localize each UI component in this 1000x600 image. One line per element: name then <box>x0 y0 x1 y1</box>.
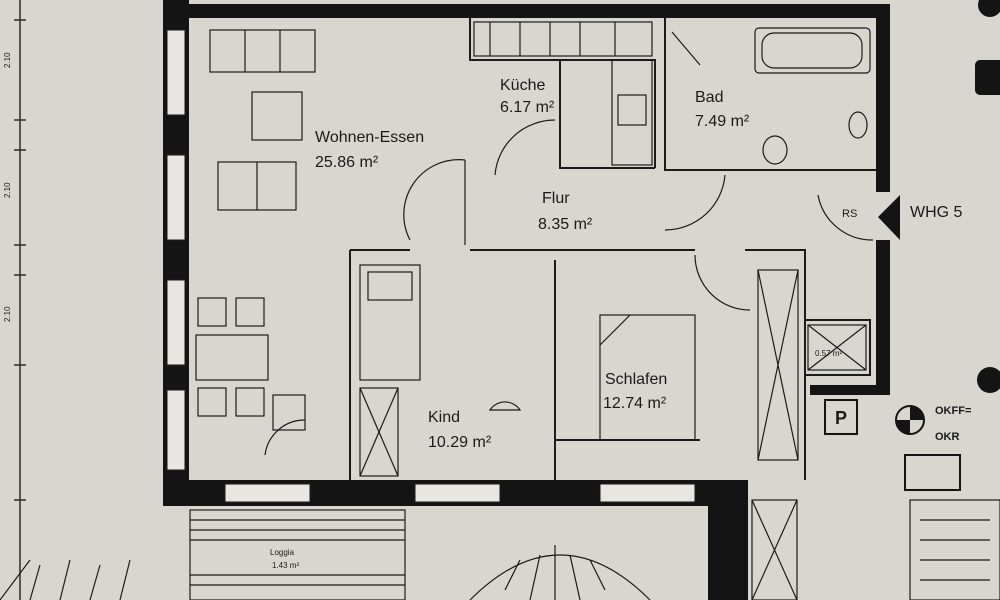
exit-sign-icon <box>904 454 961 491</box>
scale-tick-label: 2.10 <box>3 306 12 322</box>
left-windows <box>166 29 186 471</box>
door-swings <box>264 119 874 456</box>
okr-label: OKR <box>935 431 960 443</box>
room-area-wohnen-essen: 25.86 m² <box>315 154 379 171</box>
scale-bar: 2.10 2.10 2.10 <box>3 0 26 600</box>
scale-tick-label: 2.10 <box>3 182 12 198</box>
parking-sign-icon <box>824 399 858 435</box>
loggia-area: 1.43 m² <box>272 561 299 570</box>
bm-marker-icon <box>978 0 1000 17</box>
bath-fixtures <box>671 27 871 165</box>
rs-label: RS <box>842 208 857 220</box>
loggia <box>189 509 406 600</box>
bedroom-furniture <box>359 264 867 477</box>
scale-tick-label: 2.10 <box>3 52 12 68</box>
room-area-schlafen: 12.74 m² <box>603 395 667 412</box>
vent-icon <box>975 60 1000 95</box>
unit-label: WHG 5 <box>910 204 963 221</box>
interior-walls <box>349 18 876 480</box>
bm-marker-icon <box>977 367 1000 393</box>
kitchen-counter <box>473 21 653 166</box>
room-name-schlafen: Schlafen <box>605 371 667 388</box>
room-name-wohnen-essen: Wohnen-Essen <box>315 129 424 146</box>
parking-label: P <box>835 408 847 428</box>
bottom-windows <box>224 483 696 503</box>
room-name-kind: Kind <box>428 409 460 426</box>
room-name-flur: Flur <box>542 190 570 207</box>
room-area-kueche: 6.17 m² <box>500 99 555 116</box>
loggia-name: Loggia <box>270 548 295 557</box>
okff-label: OKFF= <box>935 405 971 417</box>
room-area-flur: 8.35 m² <box>538 216 593 233</box>
room-area-bad: 7.49 m² <box>695 113 750 130</box>
living-furniture <box>195 29 316 431</box>
stair-shaft <box>751 499 1000 600</box>
room-name-kueche: Küche <box>500 77 545 94</box>
small-area-label: 0.57 m² <box>815 349 842 358</box>
room-name-bad: Bad <box>695 89 723 106</box>
legend-symbols: P <box>824 0 1000 491</box>
tree-sketch <box>0 545 651 600</box>
room-area-kind: 10.29 m² <box>428 434 492 451</box>
entrance-arrow-icon <box>878 195 900 240</box>
